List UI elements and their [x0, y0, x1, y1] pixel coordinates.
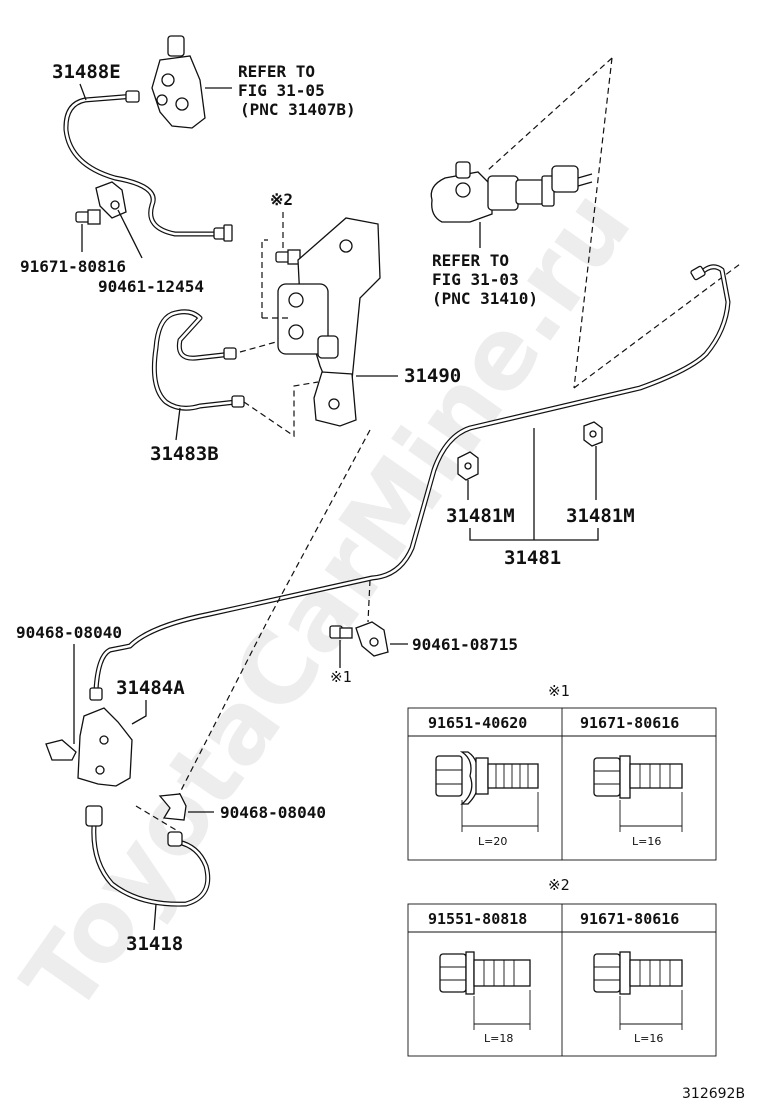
label-note-1: ※1	[330, 668, 352, 686]
label-refer-b-3: (PNC 31410)	[432, 289, 538, 308]
dash-line-31483B-1	[239, 341, 277, 353]
bolt-91671-80816[interactable]	[75, 209, 101, 252]
label-31481M-right: 31481M	[566, 505, 635, 527]
label-refer-a-1: REFER TO	[238, 62, 315, 81]
grommet-31481M-right[interactable]	[583, 421, 603, 500]
leader-31484A	[131, 700, 147, 725]
label-90468-08040-top: 90468-08040	[16, 623, 122, 642]
leader-31418	[153, 903, 157, 931]
bolt-table-1-col1-length: L=20	[478, 835, 507, 848]
bolt-illustration-91551-80818	[439, 951, 531, 1030]
bolt-table-2-col1-length: L=18	[484, 1032, 513, 1045]
bolt-illustration-91671-80616-b	[593, 951, 683, 1030]
bolt-illustration-91651-40620	[435, 751, 539, 832]
bolt-table-1-mark: ※1	[548, 682, 570, 700]
clamp-90461-08715[interactable]	[355, 621, 408, 657]
bolt-table-2-col2-length: L=16	[634, 1032, 663, 1045]
dash-line-hose-clip	[135, 805, 177, 831]
bolt-table-2-mark: ※2	[548, 876, 570, 894]
label-refer-b-2: FIG 31-03	[432, 270, 519, 289]
label-90468-08040-bottom: 90468-08040	[220, 803, 326, 822]
dash-line-mc-3	[573, 263, 741, 389]
dash-line-clamp	[367, 579, 371, 623]
bolt-table-1-col1-part: 91651-40620	[428, 714, 527, 732]
fitting-refer-31-05[interactable]	[151, 35, 232, 129]
bolt-table-1-col2-length: L=16	[632, 835, 661, 848]
master-cylinder-refer-31-03[interactable]	[430, 161, 593, 248]
label-90461-12454: 90461-12454	[98, 277, 204, 296]
leader-31483B	[175, 407, 181, 441]
bolt-illustration-91671-80616-a	[593, 755, 683, 832]
label-31418: 31418	[126, 933, 183, 955]
diagram-id: 312692B	[682, 1086, 745, 1102]
clip-90468-08040-top[interactable]	[45, 739, 77, 761]
label-31483B: 31483B	[150, 443, 219, 465]
dash-line-31483B-2	[243, 381, 319, 438]
bracket-31490[interactable]	[277, 217, 398, 427]
dash-line-bracket-1	[261, 239, 268, 318]
label-refer-b-1: REFER TO	[432, 251, 509, 270]
pipe-31488E[interactable]	[63, 90, 233, 242]
hose-31418[interactable]	[85, 805, 211, 907]
dash-line-31490-hose	[169, 429, 371, 813]
label-31481: 31481	[504, 547, 561, 569]
label-90461-08715: 90461-08715	[412, 635, 518, 654]
bolt-table-1: ※1 91651-40620 91671-80616 L=20	[407, 682, 717, 861]
bolt-table-1-col2-part: 91671-80616	[580, 714, 679, 732]
bracket-31484A[interactable]	[77, 707, 133, 787]
dash-line-mc-2	[573, 57, 613, 389]
pipe-31483B[interactable]	[151, 309, 245, 411]
dash-line-mc-1	[487, 57, 613, 171]
label-note-2: ※2	[270, 190, 293, 209]
label-31481M-left: 31481M	[446, 505, 515, 527]
label-91671-80816: 91671-80816	[20, 257, 126, 276]
clip-90468-08040-bottom[interactable]	[158, 793, 214, 821]
label-31488E: 31488E	[52, 61, 121, 83]
bolt-note-1[interactable]	[329, 625, 353, 668]
grommet-31481M-left[interactable]	[457, 451, 479, 500]
bolt-table-2: ※2 91551-80818 91671-80616 L=18	[407, 876, 717, 1057]
bolt-note-2[interactable]	[275, 212, 301, 265]
bolt-table-2-col1-part: 91551-80818	[428, 910, 527, 928]
label-refer-a-2: FIG 31-05	[238, 81, 325, 100]
pipe-31481[interactable]	[89, 264, 731, 701]
clamp-90461-12454[interactable]	[95, 181, 143, 259]
label-31490: 31490	[404, 365, 461, 387]
label-31484A: 31484A	[116, 677, 185, 699]
bolt-table-2-col2-part: 91671-80616	[580, 910, 679, 928]
label-refer-a-3: (PNC 31407B)	[240, 100, 356, 119]
